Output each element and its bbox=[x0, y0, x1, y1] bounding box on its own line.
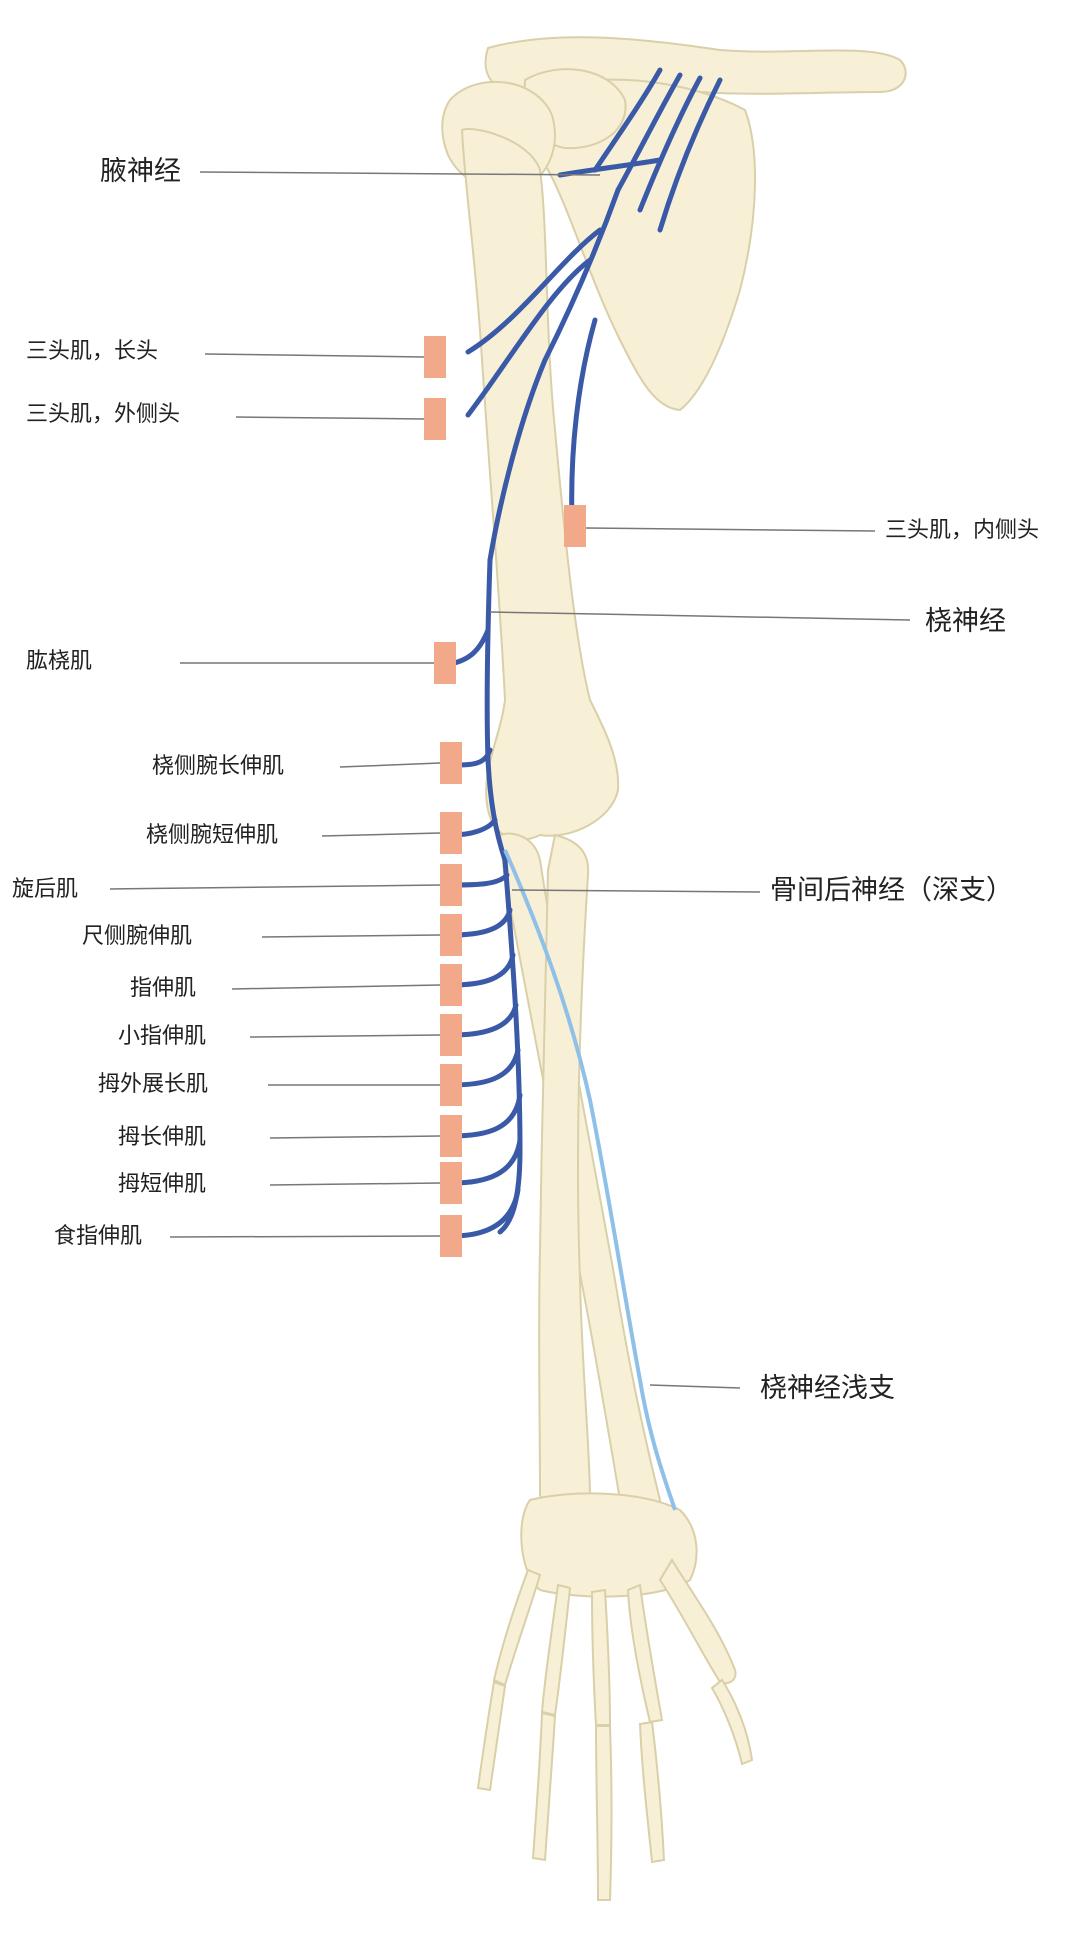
plexus-cord-4 bbox=[592, 67, 663, 173]
label-ext-digitorum: 指伸肌 bbox=[130, 976, 197, 1001]
metacarpal-2 bbox=[626, 1583, 664, 1724]
middle-phalanges bbox=[594, 1725, 613, 1901]
metacarpal-1 bbox=[658, 1558, 737, 1685]
label-radial-nerve: 桡神经 bbox=[925, 606, 1006, 637]
branch-medial-head bbox=[569, 317, 598, 523]
leader-triceps-lateral-head bbox=[235, 416, 425, 420]
scapula bbox=[531, 78, 756, 412]
leader-ext-digitorum bbox=[231, 984, 441, 990]
label-epl: 拇长伸肌 bbox=[118, 1125, 207, 1150]
radial-nerve-paths bbox=[447, 67, 723, 1239]
leader-posterior-interosseous bbox=[511, 889, 761, 893]
skeleton bbox=[441, 36, 907, 1901]
label-triceps-medial-head: 三头肌，内侧头 bbox=[885, 518, 1040, 543]
branch-long-head bbox=[465, 227, 603, 355]
leader-superficial-branch bbox=[649, 1384, 741, 1389]
metacarpal-4 bbox=[540, 1583, 572, 1717]
branch-epl bbox=[449, 1092, 523, 1139]
label-ecrl: 桡侧腕长伸肌 bbox=[152, 754, 285, 779]
leader-triceps-long-head bbox=[204, 353, 425, 358]
branch-epb bbox=[449, 1137, 523, 1186]
muscle-markers bbox=[424, 336, 586, 1257]
label-superficial-branch: 桡神经浅支 bbox=[760, 1373, 895, 1404]
marker-supinator bbox=[440, 864, 462, 906]
marker-triceps-long-head bbox=[424, 336, 446, 378]
marker-apl bbox=[440, 1064, 462, 1106]
label-supinator: 旋后肌 bbox=[12, 877, 79, 902]
axillary-nerve-path bbox=[557, 157, 663, 178]
marker-epb bbox=[440, 1162, 462, 1204]
radial-trunk-upper bbox=[487, 187, 621, 563]
marker-triceps-medial-head bbox=[564, 505, 586, 547]
label-ext-indicis: 食指伸肌 bbox=[54, 1224, 143, 1249]
leader-epb bbox=[269, 1182, 441, 1186]
marker-ext-digitorum bbox=[440, 964, 462, 1006]
humerus bbox=[460, 128, 620, 841]
label-epb: 拇短伸肌 bbox=[118, 1172, 207, 1197]
leader-axillary-nerve bbox=[199, 171, 601, 176]
marker-epl bbox=[440, 1115, 462, 1157]
marker-ecrb bbox=[440, 812, 462, 854]
marker-triceps-lateral-head bbox=[424, 398, 446, 440]
label-triceps-lateral-head: 三头肌，外侧头 bbox=[26, 402, 181, 427]
leader-radial-nerve bbox=[489, 611, 911, 621]
plexus-cord-3 bbox=[657, 77, 723, 233]
metacarpal-3 bbox=[590, 1588, 612, 1726]
label-apl: 拇外展长肌 bbox=[98, 1072, 209, 1097]
label-ext-digiti-minimi: 小指伸肌 bbox=[118, 1024, 207, 1049]
leader-ecrb bbox=[321, 832, 441, 837]
thumb-phalanges bbox=[710, 1678, 754, 1766]
label-brachioradialis: 肱桡肌 bbox=[26, 649, 93, 674]
plexus-cord-1 bbox=[615, 72, 683, 193]
marker-ext-digiti-minimi bbox=[440, 1014, 462, 1056]
label-ecrb: 桡侧腕短伸肌 bbox=[146, 823, 279, 848]
marker-ecu bbox=[440, 914, 462, 956]
radial-trunk-lower bbox=[484, 557, 508, 863]
plexus-cord-2 bbox=[637, 75, 703, 213]
leader-ecu bbox=[261, 934, 441, 938]
marker-brachioradialis bbox=[434, 642, 456, 684]
little-phalanges bbox=[476, 1680, 507, 1792]
label-ecu: 尺侧腕伸肌 bbox=[82, 924, 193, 949]
label-axillary-nerve: 腋神经 bbox=[100, 156, 181, 187]
leader-ecrl bbox=[339, 762, 441, 768]
leader-lines bbox=[109, 171, 911, 1389]
marker-ecrl bbox=[440, 742, 462, 784]
superficial-branch-path bbox=[503, 849, 677, 1511]
metacarpal-5 bbox=[492, 1568, 542, 1687]
label-triceps-long-head: 三头肌，长头 bbox=[26, 339, 159, 364]
leader-triceps-medial-head bbox=[585, 527, 876, 532]
leader-ext-indicis bbox=[169, 1235, 441, 1238]
leader-supinator bbox=[109, 884, 441, 890]
leader-ext-digiti-minimi bbox=[249, 1034, 441, 1038]
label-posterior-interosseous: 骨间后神经（深支） bbox=[770, 875, 1013, 906]
ring-phalanges bbox=[531, 1711, 557, 1862]
index-phalanges bbox=[638, 1720, 666, 1864]
branch-lateral-head bbox=[465, 257, 593, 418]
marker-ext-indicis bbox=[440, 1215, 462, 1257]
leader-epl bbox=[269, 1135, 441, 1139]
